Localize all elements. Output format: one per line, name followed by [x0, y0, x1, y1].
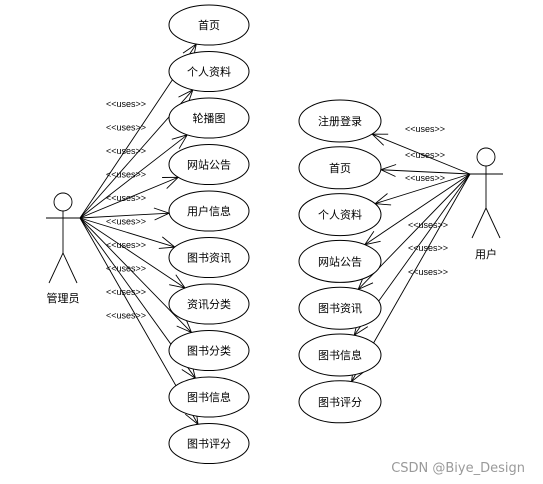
admin-left-leg [48, 252, 64, 284]
user-uses-labels: <<uses>> <<uses>> <<uses>> <<uses>> <<uses>>… [405, 124, 448, 277]
watermark: CSDN @Biye_Design [391, 461, 525, 476]
user-use-case-label-3: 网站公告 [318, 254, 362, 268]
admin-right-leg [62, 252, 78, 284]
user-uses-label-2: <<uses>> [405, 173, 445, 183]
user-assoc-1-line [380, 169, 471, 175]
user-use-case-label-4: 图书资讯 [318, 302, 362, 315]
user-use-case-3 [298, 239, 382, 283]
user-use-case-label-5: 图书信息 [318, 348, 362, 362]
admin-use-case-7 [168, 330, 250, 371]
admin-assoc-2-line [79, 134, 188, 219]
user-uses-label-4: <<uses>> [408, 243, 448, 253]
admin-use-case-label-1: 个人资料 [187, 65, 231, 79]
admin-uses-label-7: <<uses>> [106, 264, 146, 274]
admin-uses-labels: <<uses>> <<uses>> <<uses>> <<uses>> <<uses>>… [106, 99, 146, 321]
user-uses-label-5: <<uses>> [408, 267, 448, 277]
admin-actor: 管理员 [46, 192, 80, 305]
admin-assoc-6-line [79, 217, 186, 289]
admin-use-case-label-3: 网站公告 [187, 158, 231, 172]
user-use-case-label-0: 注册登录 [318, 114, 362, 128]
admin-use-case-1 [168, 51, 250, 92]
admin-head [53, 192, 73, 212]
admin-use-case-label-5: 图书资讯 [187, 252, 231, 265]
admin-uses-label-8: <<uses>> [106, 287, 146, 297]
admin-use-case-label-6: 资讯分类 [187, 297, 231, 311]
user-actor: 用户 [470, 147, 503, 261]
admin-use-case-8 [168, 376, 250, 418]
admin-use-case-label-4: 用户信息 [187, 204, 231, 218]
admin-use-case-5 [168, 237, 250, 278]
user-assoc-3-line [364, 173, 471, 246]
user-use-case-2 [298, 193, 382, 237]
user-use-case-label-1: 首页 [329, 161, 351, 175]
admin-use-case-9 [168, 423, 250, 464]
admin-use-case-4 [168, 190, 250, 232]
user-use-case-label-6: 图书评分 [318, 396, 362, 409]
user-uses-label-1: <<uses>> [405, 150, 445, 160]
admin-uses-label-2: <<uses>> [106, 146, 146, 156]
admin-uses-label-3: <<uses>> [106, 170, 146, 180]
admin-assoc-5-line [79, 217, 176, 248]
admin-uses-label-0: <<uses>> [106, 99, 146, 109]
admin-uses-label-1: <<uses>> [106, 123, 146, 133]
admin-use-case-2 [168, 97, 250, 139]
user-label: 用户 [475, 247, 497, 261]
admin-use-case-label-0: 首页 [198, 18, 220, 32]
user-uses-label-0: <<uses>> [405, 124, 445, 134]
admin-use-case-label-8: 图书信息 [187, 390, 231, 404]
admin-use-case-label-9: 图书评分 [187, 438, 231, 451]
admin-uses-label-4: <<uses>> [106, 193, 146, 203]
admin-use-case-6 [168, 283, 250, 325]
user-assoc-2-line [374, 173, 471, 205]
user-right-leg [485, 207, 501, 239]
user-head [476, 147, 496, 167]
user-use-case-5 [298, 333, 382, 377]
admin-label: 管理员 [47, 291, 80, 305]
admin-uses-label-9: <<uses>> [106, 311, 146, 321]
user-use-case-label-2: 个人资料 [318, 208, 362, 222]
admin-uses-label-5: <<uses>> [106, 217, 146, 227]
admin-use-case-label-7: 图书分类 [187, 344, 231, 358]
admin-use-case-3 [168, 144, 250, 185]
user-assoc-0-line [371, 133, 471, 175]
user-uses-label-3: <<uses>> [408, 220, 448, 230]
user-use-case-1 [298, 146, 382, 190]
user-use-case-4 [298, 286, 382, 330]
admin-assoc-3-line [79, 176, 179, 219]
admin-use-case-0 [168, 4, 250, 46]
admin-uses-label-6: <<uses>> [106, 240, 146, 250]
user-use-case-0 [298, 99, 382, 143]
user-left-leg [471, 207, 487, 239]
user-use-case-6 [298, 380, 382, 424]
admin-use-case-label-2: 轮播图 [193, 111, 226, 125]
admin-assoc-4-line [79, 212, 170, 219]
